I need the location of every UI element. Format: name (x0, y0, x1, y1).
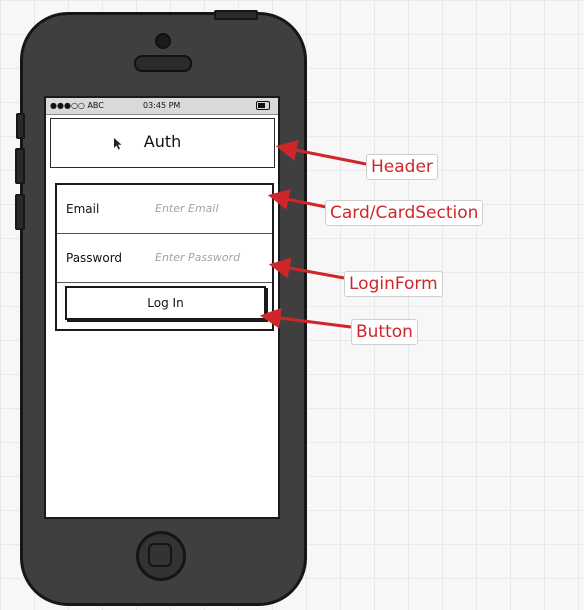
card-arrow (267, 189, 327, 210)
home-button[interactable] (136, 531, 186, 581)
phone-screen: ●●●○○ ABC 03:45 PM Auth Email Password L… (44, 96, 280, 519)
header-title: Auth (143, 132, 182, 151)
annotation-button: Button (351, 319, 418, 345)
card-section-password: Password (57, 234, 272, 283)
volume-down-button (15, 194, 25, 230)
email-input[interactable] (155, 197, 263, 219)
speaker-grille (134, 55, 192, 72)
email-label: Email (66, 202, 100, 216)
volume-up-button (15, 148, 25, 184)
header-arrow (275, 139, 367, 166)
login-card: Email Password Log In (55, 183, 274, 331)
status-time: 03:45 PM (143, 101, 181, 110)
header: Auth (50, 118, 275, 168)
power-button (214, 10, 258, 20)
annotation-loginform: LoginForm (344, 271, 443, 297)
status-bar: ●●●○○ ABC 03:45 PM (46, 98, 278, 115)
card-section-email: Email (57, 185, 272, 234)
home-button-square-icon (148, 543, 172, 567)
silent-switch (16, 113, 25, 139)
battery-icon (256, 101, 270, 110)
loginform-arrow (268, 257, 345, 280)
annotation-header: Header (366, 154, 438, 180)
password-input[interactable] (155, 246, 263, 268)
login-button[interactable]: Log In (65, 286, 266, 320)
carrier-signal: ●●●○○ ABC (50, 101, 104, 110)
button-arrow (259, 307, 352, 329)
annotation-card-cardsection: Card/CardSection (325, 200, 484, 226)
front-camera-icon (155, 33, 171, 49)
mouse-cursor-icon (114, 138, 122, 150)
password-label: Password (66, 251, 123, 265)
